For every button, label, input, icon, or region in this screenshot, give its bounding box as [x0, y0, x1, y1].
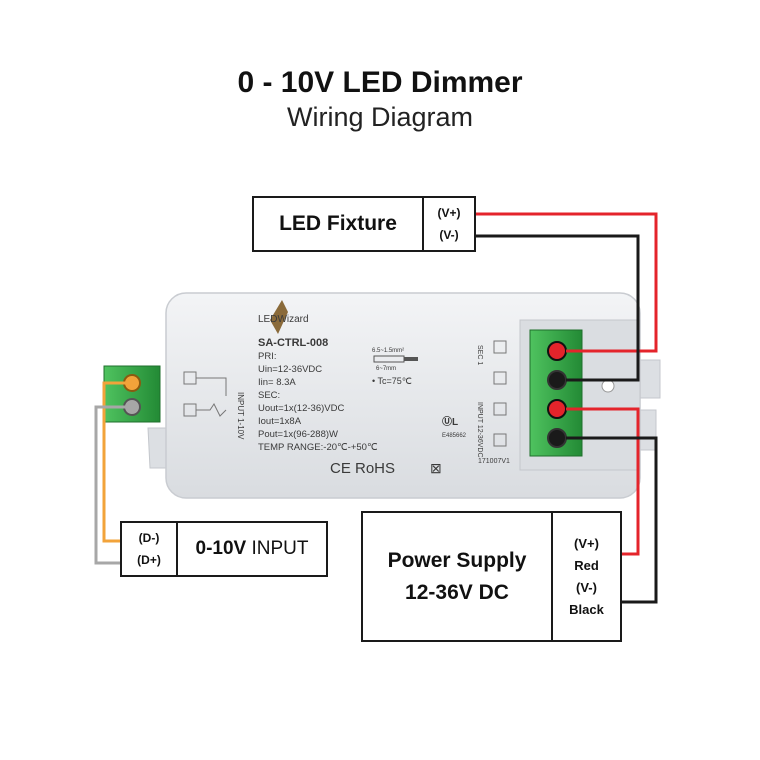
led-fixture-neg-label: (V-) [439, 228, 459, 242]
dimming-input-divider [176, 523, 178, 575]
led-fixture-terminals: (V+) (V-) [424, 200, 474, 248]
led-fixture-label: LED Fixture [279, 212, 397, 235]
input-side-label: INPUT 1-10V [236, 392, 245, 440]
supply-pos-color: Red [574, 557, 599, 573]
output-voltage: Uout=1x(12-36)VDC [258, 403, 344, 414]
brand-name: LEDWizard [258, 314, 309, 325]
wire-led-positive [476, 212, 658, 353]
wires [94, 212, 658, 604]
dimmer-housing [147, 292, 661, 499]
tc-rating: • Tc=75℃ [372, 376, 412, 386]
input-dc-side-label: INPUT 12-36VDC [476, 402, 483, 458]
pri-header: PRI: [258, 351, 276, 362]
terminal-out-pos [547, 341, 567, 361]
power-supply-label: Power Supply 12-36V DC [363, 513, 551, 640]
terminal-in-pos [547, 399, 567, 419]
wire-dim-negative [102, 381, 132, 543]
diagram-subtitle: Wiring Diagram [286, 102, 474, 132]
led-fixture-pos-label: (V+) [437, 206, 461, 220]
power-supply-terminals: (V+) Red (V-) Black [553, 513, 620, 640]
sec-header: SEC: [258, 390, 280, 401]
housing-label: LEDWizard SA-CTRL-008 PRI: Uin=12-36VDC … [183, 300, 510, 477]
supply-neg-color: Black [569, 601, 604, 617]
dimming-input-terminals: (D-) (D+) [122, 525, 176, 573]
model-number: SA-CTRL-008 [258, 337, 328, 349]
date-code: 171007V1 [478, 458, 510, 465]
supply-pos-label: (V+) [574, 535, 599, 551]
led-fixture-divider [422, 198, 424, 250]
dimming-input-label-bold: 0-10V [195, 538, 247, 559]
power-supply-box: Power Supply 12-36V DC (V+) Red (V-) Bla… [361, 511, 622, 642]
dimming-input-box: (D-) (D+) 0-10V INPUT [120, 521, 328, 577]
input-voltage: Uin=12-36VDC [258, 364, 322, 375]
led-fixture-box: LED Fixture (V+) (V-) [252, 196, 476, 252]
certifications: CE RoHS [330, 460, 395, 477]
ul-mark-icon: ⓊL [442, 415, 458, 428]
wire-led-negative [476, 234, 640, 382]
terminal-out-neg [547, 370, 567, 390]
wire-supply-negative [566, 436, 658, 604]
temp-range: TEMP RANGE:-20℃-+50℃ [258, 442, 378, 453]
wire-supply-positive [566, 407, 640, 556]
strip-length-top: 6.5~1.5mm² [372, 348, 404, 354]
wire-dim-positive [94, 405, 132, 565]
sec-side-label: SEC 1 [476, 345, 483, 365]
supply-neg-label: (V-) [576, 579, 597, 595]
power-supply-divider [551, 513, 553, 640]
dimming-input-label-rest: INPUT [246, 538, 309, 559]
output-current: Iout=1x8A [258, 416, 302, 427]
output-power: Pout=1x(96-288)W [258, 429, 338, 440]
weee-bin-icon: ⊠ [430, 460, 442, 476]
diagram-title: 0 - 10V LED Dimmer [237, 66, 523, 99]
terminal-in-neg [547, 428, 567, 448]
dimming-terminal-block [103, 365, 161, 423]
power-supply-line2: 12-36V DC [405, 580, 509, 604]
wizard-logo-icon [270, 300, 288, 334]
input-current: Iin= 8.3A [258, 377, 296, 388]
power-supply-line1: Power Supply [387, 548, 527, 572]
dimming-input-label: 0-10V INPUT [178, 523, 326, 575]
strip-length-bottom: 6~7mm [376, 366, 396, 372]
dimming-terminal-2-label: (D+) [137, 553, 161, 567]
dimming-terminal-1-label: (D-) [138, 531, 160, 545]
ul-file-number: E485662 [442, 433, 467, 439]
